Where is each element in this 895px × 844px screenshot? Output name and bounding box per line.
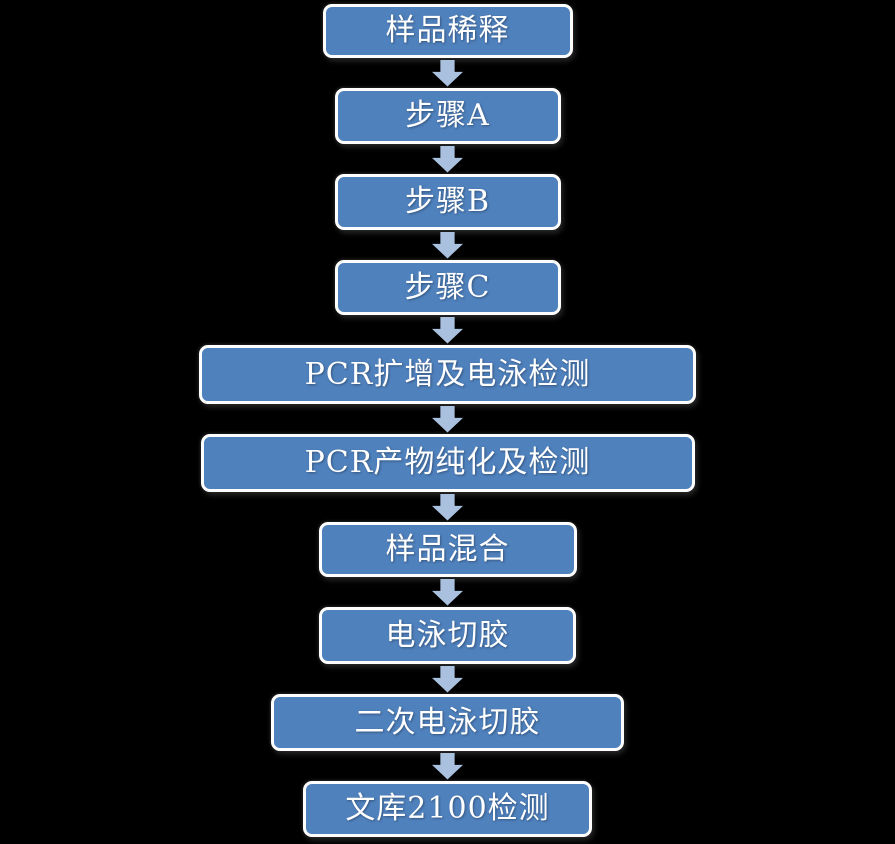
down-arrow-icon	[432, 316, 463, 344]
flow-step-label: PCR产物纯化及检测	[304, 445, 591, 480]
flow-step-label: 样品混合	[385, 531, 510, 567]
connector	[432, 58, 463, 88]
flow-step-label: 电泳切胶	[385, 617, 510, 653]
flow-step-label: 步骤C	[404, 269, 491, 305]
flow-step-label: PCR扩增及电泳检测	[304, 356, 591, 392]
connector	[432, 492, 463, 522]
flow-step-label: 步骤A	[405, 98, 490, 133]
flow-step-a: 步骤A	[334, 88, 561, 144]
down-arrow-icon	[432, 59, 463, 87]
connector	[432, 664, 463, 694]
flow-step-gel-excision: 电泳切胶	[319, 607, 576, 664]
flow-step-b: 步骤B	[334, 174, 561, 230]
flow-step-second-gel-excision: 二次电泳切胶	[271, 694, 624, 751]
flow-step-label: 样品稀释	[385, 13, 510, 48]
connector	[432, 404, 463, 434]
flow-step-c: 步骤C	[334, 260, 561, 315]
connector	[432, 144, 463, 174]
down-arrow-icon	[432, 145, 463, 173]
flow-step-sample-mixing: 样品混合	[318, 522, 577, 577]
connector	[432, 577, 463, 607]
connector	[432, 315, 463, 345]
flow-step-pcr-purification: PCR产物纯化及检测	[200, 434, 695, 492]
down-arrow-icon	[432, 752, 463, 780]
flow-step-label: 二次电泳切胶	[354, 704, 541, 740]
down-arrow-icon	[432, 665, 463, 693]
connector	[432, 751, 463, 781]
flow-step-sample-dilution: 样品稀释	[322, 4, 573, 58]
down-arrow-icon	[432, 493, 463, 521]
connector	[432, 230, 463, 260]
flow-step-pcr-amplification: PCR扩增及电泳检测	[199, 345, 696, 404]
flow-step-label: 文库2100检测	[345, 791, 550, 826]
down-arrow-icon	[432, 231, 463, 259]
flow-step-library-2100-qc: 文库2100检测	[303, 781, 592, 837]
flow-step-label: 步骤B	[404, 184, 491, 219]
down-arrow-icon	[432, 405, 463, 433]
down-arrow-icon	[432, 578, 463, 606]
